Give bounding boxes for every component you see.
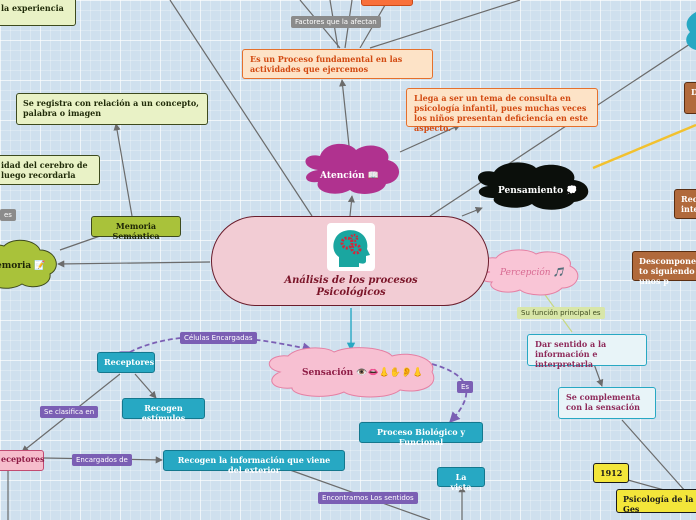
- atencion-cloud-label[interactable]: Atención 📖: [320, 171, 380, 181]
- descompone-node[interactable]: Descompone to siguiendo unos p: [632, 251, 696, 286]
- encontramos-tag: Encontramos Los sentidos: [318, 492, 418, 505]
- complementa-node[interactable]: Se complementa con la sensación: [558, 387, 656, 419]
- recogen-estimulos-text: Recogen estímulos: [141, 403, 186, 423]
- es-sensacion-tag: Es: [457, 381, 474, 394]
- experiencia-node[interactable]: la experiencia: [0, 0, 76, 26]
- memoria-semantica-node[interactable]: Memoria Semántica: [91, 216, 181, 241]
- brown-top-text: D f: [691, 87, 696, 97]
- sensacion-cloud-label[interactable]: Sensación 👁️👄👃✋👂👃: [302, 368, 424, 378]
- receptores-left-text: eceptores: [1, 454, 45, 464]
- pensamiento-cloud-label[interactable]: Pensamiento 💭: [498, 186, 578, 196]
- year-text: 1912: [600, 468, 623, 478]
- atencion-cloud-shape: [305, 143, 400, 194]
- la-vista-text: La vista: [450, 472, 472, 492]
- consulta-text: Llega a ser un tema de consulta en psico…: [414, 93, 589, 133]
- experiencia-text: la experiencia: [1, 3, 64, 13]
- percepcion-cloud-shape: [479, 249, 579, 296]
- proceso-fundamental-text: Es un Proceso fundamental en las activid…: [250, 54, 403, 74]
- consulta-node[interactable]: Llega a ser un tema de consulta en psico…: [406, 88, 598, 133]
- brown-mid-text: Rec inte: [681, 194, 696, 214]
- gestalt-text: Psicología de la Ges: [623, 494, 694, 514]
- cloud-shapes: [0, 12, 696, 398]
- year-node[interactable]: 1912: [593, 463, 629, 483]
- cerebro-text: idad del cerebro de luego recordarla: [1, 160, 88, 180]
- memoria-cloud-shape: [0, 239, 57, 289]
- se-clasifica-tag: Se clasifica en: [40, 406, 99, 419]
- receptores-node[interactable]: Receptores: [97, 352, 155, 373]
- su-funcion-tag: Su función principal es: [517, 307, 605, 320]
- recogen-estimulos-node[interactable]: Recogen estímulos: [122, 398, 205, 423]
- recogen-informacion-node[interactable]: Recogen la información que viene del ext…: [163, 450, 345, 475]
- percepcion-cloud-label[interactable]: Percepción 🎵: [500, 268, 565, 278]
- encargados-tag: Encargados de: [72, 454, 132, 467]
- recogen-informacion-text: Recogen la información que viene del ext…: [177, 455, 331, 475]
- factor-node-top[interactable]: [361, 0, 413, 6]
- teal-cloud-shape: [686, 12, 696, 50]
- registro-text: Se registra con relación a un concepto, …: [23, 98, 199, 118]
- receptores-left-node[interactable]: eceptores: [0, 450, 44, 471]
- descompone-text: Descompone to siguiendo unos p: [639, 256, 696, 286]
- memoria-cloud-label[interactable]: emoria 📝: [0, 261, 46, 271]
- proceso-biologico-node[interactable]: Proceso Biológico y Funcional: [359, 422, 483, 447]
- sensacion-cloud-shape: [268, 347, 435, 398]
- receptores-text: Receptores: [104, 357, 155, 367]
- factores-tag: Factores que la afectan: [291, 16, 381, 29]
- dar-sentido-text: Dar sentido a la información e interpret…: [535, 339, 607, 369]
- head-gears-icon: [327, 223, 375, 271]
- proceso-biologico-text: Proceso Biológico y Funcional: [377, 427, 465, 447]
- proceso-fundamental-node[interactable]: Es un Proceso fundamental en las activid…: [242, 49, 433, 79]
- celulas-tag: Células Encargadas: [180, 332, 257, 345]
- gestalt-node[interactable]: Psicología de la Ges: [616, 489, 696, 514]
- dar-sentido-node[interactable]: Dar sentido a la información e interpret…: [527, 334, 647, 369]
- central-topic[interactable]: Análisis de los procesos Psicológicos: [211, 216, 489, 306]
- cerebro-node[interactable]: idad del cerebro de luego recordarla: [0, 155, 100, 185]
- central-topic-title: Análisis de los procesos Psicológicos: [284, 275, 418, 298]
- la-vista-node[interactable]: La vista: [437, 467, 485, 492]
- complementa-text: Se complementa con la sensación: [566, 392, 641, 412]
- es-tag-left: es: [0, 209, 16, 222]
- pensamiento-cloud-shape: [477, 162, 589, 210]
- memoria-semantica-text: Memoria Semántica: [112, 221, 160, 241]
- brown-node-mid[interactable]: Rec inte: [674, 189, 696, 219]
- brown-node-top[interactable]: D f: [684, 82, 696, 114]
- registro-node[interactable]: Se registra con relación a un concepto, …: [16, 93, 208, 125]
